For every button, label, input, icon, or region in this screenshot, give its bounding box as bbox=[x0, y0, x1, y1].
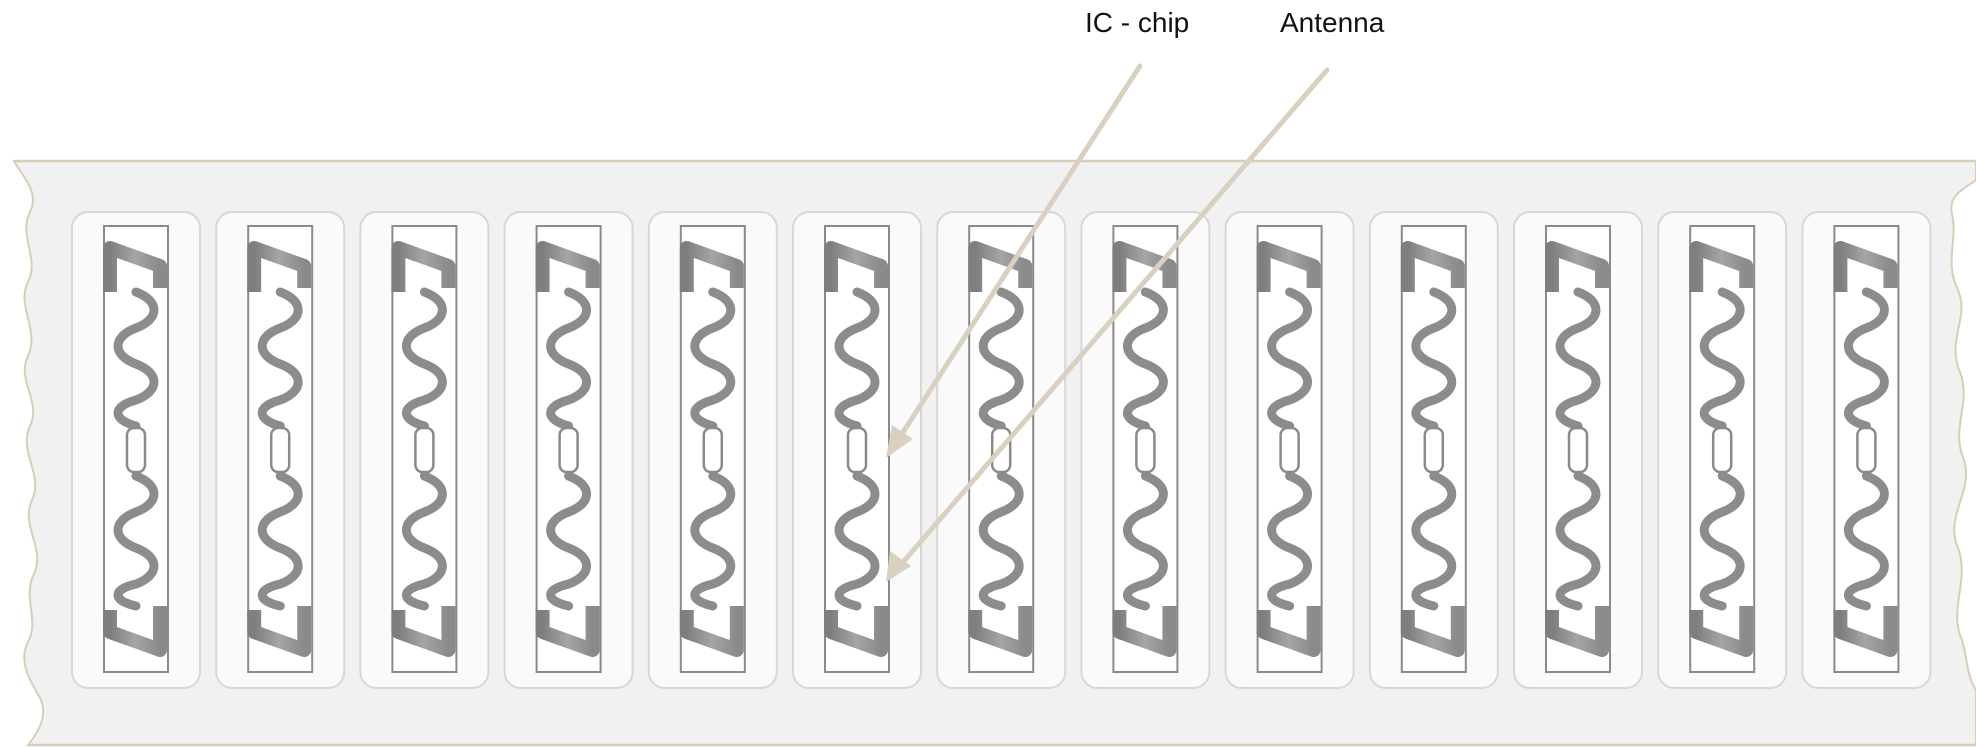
ic-chip bbox=[1423, 426, 1445, 474]
antenna bbox=[535, 241, 600, 657]
ic-chip bbox=[125, 426, 147, 474]
antenna bbox=[1400, 241, 1465, 657]
ic-chip bbox=[414, 426, 435, 474]
antenna bbox=[1256, 241, 1321, 657]
ic-chip bbox=[1856, 426, 1877, 474]
rfid-tag bbox=[215, 211, 346, 689]
ic-chip bbox=[1135, 426, 1156, 474]
rfid-tag bbox=[1513, 211, 1643, 689]
ic-chip bbox=[1567, 426, 1589, 474]
ic-chip bbox=[846, 426, 868, 474]
antenna bbox=[824, 241, 888, 657]
antenna-leader bbox=[886, 67, 1330, 582]
rfid-tag bbox=[503, 211, 634, 689]
rfid-tag bbox=[1801, 211, 1932, 689]
rfid-tag bbox=[1080, 211, 1211, 689]
ic-chip bbox=[702, 426, 724, 474]
ic-chip bbox=[1711, 426, 1733, 474]
antenna bbox=[1112, 241, 1177, 657]
antenna bbox=[391, 241, 456, 657]
rfid-tag bbox=[792, 211, 922, 689]
antenna bbox=[1689, 241, 1754, 657]
rfid-tag bbox=[71, 211, 201, 689]
antenna bbox=[103, 241, 167, 657]
antenna bbox=[1545, 241, 1609, 657]
ic-chip bbox=[1279, 426, 1300, 474]
ic-chip bbox=[558, 426, 579, 474]
antenna bbox=[1833, 241, 1898, 657]
antenna bbox=[247, 241, 312, 657]
ic-chip-leader bbox=[886, 63, 1143, 458]
rfid-tag bbox=[1224, 211, 1355, 689]
rfid-tag bbox=[647, 211, 778, 689]
rfid-tag bbox=[1657, 211, 1788, 689]
ic-chip bbox=[269, 426, 291, 474]
antenna bbox=[679, 241, 744, 657]
ic-chip-label: IC - chip bbox=[1085, 7, 1190, 38]
rfid-tag bbox=[1368, 211, 1499, 689]
rfid-tag bbox=[359, 211, 490, 689]
antenna bbox=[968, 241, 1033, 657]
antenna-label: Antenna bbox=[1280, 7, 1385, 38]
